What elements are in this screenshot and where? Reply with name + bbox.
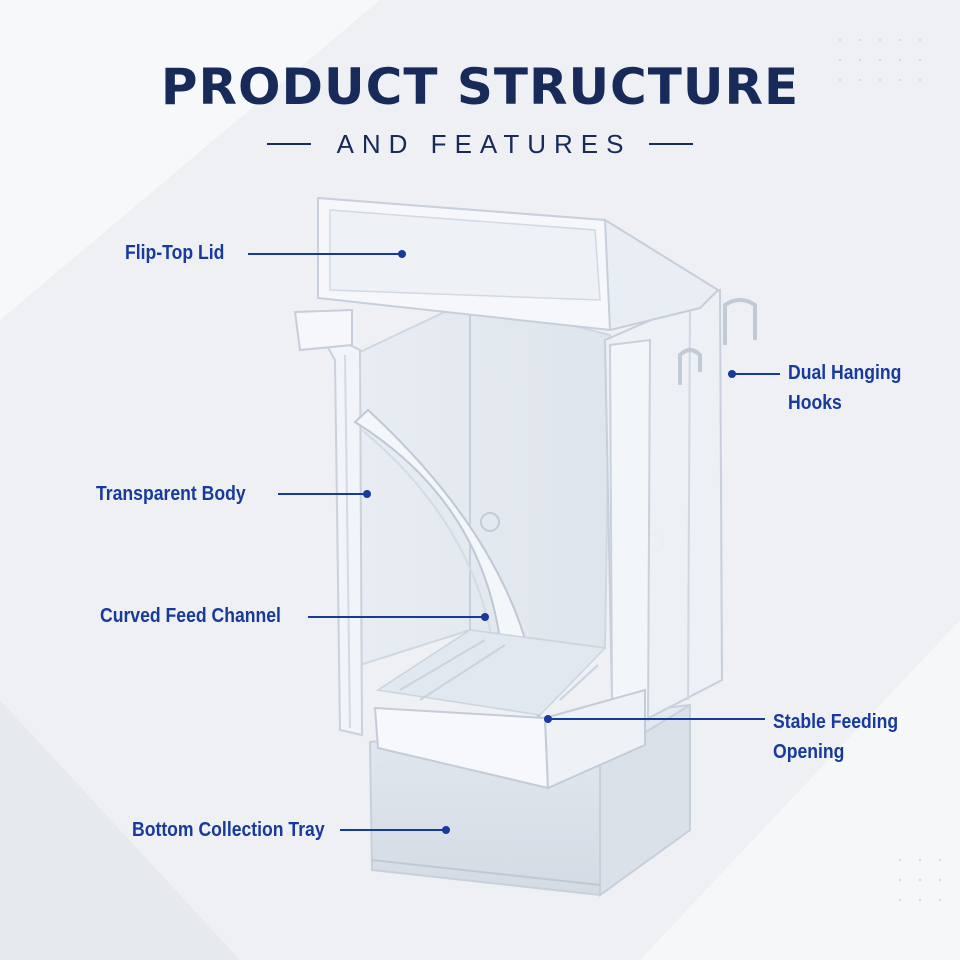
opening-callout-dot (544, 715, 552, 723)
label-dual-hanging-hooks-line1: Dual Hanging (788, 362, 902, 384)
label-stable-feeding-opening-line1: Stable Feeding (773, 711, 899, 733)
label-transparent-body: Transparent Body (96, 483, 246, 505)
label-dual-hanging-hooks: Dual Hanging Hooks (788, 358, 901, 418)
label-curved-feed-channel: Curved Feed Channel (100, 605, 281, 627)
channel-callout-dot (481, 613, 489, 621)
subtitle-divider-right (649, 143, 694, 145)
right-frame-shape (603, 288, 757, 722)
body-callout-dot (363, 490, 371, 498)
label-flip-top-lid: Flip-Top Lid (125, 242, 225, 264)
subtitle-row: AND FEATURES (0, 126, 960, 162)
page-title: PRODUCT STRUCTURE (160, 58, 800, 116)
left-frame-shape (293, 308, 364, 737)
lid-shape (317, 196, 720, 332)
label-stable-feeding-opening: Stable Feeding Opening (773, 707, 898, 767)
label-stable-feeding-opening-line2: Opening (773, 741, 845, 763)
front-lip-shape (373, 688, 646, 790)
feeding-grid-shape (375, 629, 607, 716)
tray-callout-dot (442, 826, 450, 834)
label-bottom-collection-tray: Bottom Collection Tray (132, 819, 325, 841)
lid-callout-dot (398, 250, 406, 258)
hooks-callout-dot (728, 370, 736, 378)
subtitle-divider-left (266, 143, 311, 145)
label-dual-hanging-hooks-line2: Hooks (788, 392, 842, 414)
page-subtitle: AND FEATURES (336, 128, 632, 159)
